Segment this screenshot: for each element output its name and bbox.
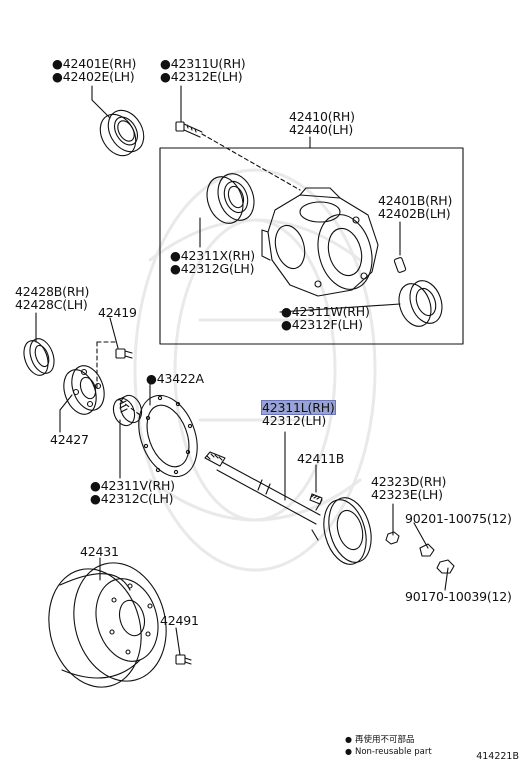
legend-row-ja: ●再使用不可部品 — [345, 734, 432, 746]
bolt-42419[interactable] — [115, 348, 133, 359]
callout-90201-10075[interactable]: 90201-10075(12) — [405, 512, 512, 525]
callout-42311L-highlighted[interactable]: 42311L(RH) 42312(LH) — [261, 400, 336, 428]
hub-bolt-42411B[interactable] — [309, 493, 323, 505]
part-number-rh: ●42401E(RH) — [52, 56, 137, 71]
part-number-lh: 42428C(LH) — [15, 297, 88, 312]
axle-shaft-42311L[interactable] — [204, 451, 378, 569]
part-number-lh: ●42312G(LH) — [170, 261, 255, 276]
part-number: 90170-10039(12) — [405, 589, 512, 604]
bearing-42311W[interactable] — [393, 276, 447, 331]
hub-assembly-box — [159, 147, 464, 345]
part-number-rh: 42428B(RH) — [15, 284, 90, 299]
part-number-rh: ●42311U(RH) — [160, 56, 246, 71]
bearing-42311X[interactable] — [201, 169, 260, 229]
callout-42410[interactable]: 42410(RH) 42440(LH) — [289, 110, 355, 136]
part-number: 42491 — [160, 613, 199, 628]
part-number-lh: ●42402E(LH) — [52, 69, 135, 84]
legend-text-en: Non-reusable part — [354, 747, 432, 757]
gasket-43422A[interactable] — [128, 387, 207, 484]
callout-42411B[interactable]: 42411B — [297, 452, 344, 465]
part-number: 90201-10075(12) — [405, 511, 512, 526]
part-number-lh: 42402B(LH) — [378, 206, 451, 221]
callout-42311X[interactable]: ●42311X(RH) ●42312G(LH) — [170, 249, 255, 275]
callout-42419[interactable]: 42419 — [98, 306, 137, 319]
part-number-lh: 42440(LH) — [289, 122, 354, 137]
part-number-rh: 42410(RH) — [289, 109, 355, 124]
legend-row-en: ●Non-reusable part — [345, 746, 432, 758]
watermark-logo — [133, 168, 377, 572]
part-number: 42431 — [80, 544, 119, 559]
oil-seal-42401E[interactable] — [93, 104, 151, 162]
part-number: 42427 — [50, 432, 89, 447]
legend: ●再使用不可部品 ●Non-reusable part — [345, 734, 432, 758]
bullet-icon: ● — [345, 747, 352, 756]
washer-90201[interactable] — [419, 543, 435, 557]
callout-90170-10039[interactable]: 90170-10039(12) — [405, 590, 512, 603]
part-number-lh: ●42312F(LH) — [281, 317, 363, 332]
callout-42431[interactable]: 42431 — [80, 545, 119, 558]
screw-42491[interactable] — [175, 654, 192, 665]
part-number: 42411B — [297, 451, 345, 466]
part-number-lh: ●42312C(LH) — [90, 491, 174, 506]
ring-42428B[interactable] — [20, 335, 59, 378]
axle-housing-42410[interactable] — [261, 187, 380, 297]
callout-42401B[interactable]: 42401B(RH) 42402B(LH) — [378, 194, 452, 220]
brake-drum-42431[interactable] — [36, 552, 179, 697]
bullet-icon: ● — [345, 735, 352, 744]
part-number-rh: ●42311V(RH) — [90, 478, 175, 493]
part-number-rh: 42323D(RH) — [371, 474, 447, 489]
bolt-42311U[interactable] — [175, 121, 203, 138]
bearing-42311V[interactable] — [110, 392, 145, 428]
callout-42311U[interactable]: ●42311U(RH) ●42312E(LH) — [160, 56, 246, 84]
callout-42491[interactable]: 42491 — [160, 614, 199, 627]
callout-42311V[interactable]: ●42311V(RH) ●42312C(LH) — [90, 479, 175, 505]
legend-text-ja: 再使用不可部品 — [354, 735, 415, 745]
part-number-lh: 42323E(LH) — [371, 487, 443, 502]
figure-id: 414221B — [476, 751, 519, 762]
callout-42401E[interactable]: ●42401E(RH) ●42402E(LH) — [52, 57, 136, 83]
callout-42427[interactable]: 42427 — [50, 433, 89, 446]
callout-42428B[interactable]: 42428B(RH) 42428C(LH) — [15, 285, 89, 311]
part-number-rh: 42311L(RH) — [261, 400, 336, 415]
leader-lines — [35, 85, 449, 656]
part-number-rh: ●42311W(RH) — [281, 304, 370, 319]
retainer-42427[interactable] — [58, 361, 110, 418]
part-number-rh: 42401B(RH) — [378, 193, 453, 208]
nut-42323D[interactable] — [385, 531, 400, 545]
part-number: 42419 — [98, 305, 137, 320]
part-number: ●43422A — [146, 371, 204, 386]
callout-43422A[interactable]: ●43422A — [146, 372, 204, 385]
part-number-rh: ●42311X(RH) — [170, 248, 255, 263]
part-number-lh: ●42312E(LH) — [160, 69, 243, 84]
callout-42311W[interactable]: ●42311W(RH) ●42312F(LH) — [281, 305, 370, 331]
callout-42323D[interactable]: 42323D(RH) 42323E(LH) — [371, 475, 446, 501]
nut-90170[interactable] — [436, 559, 455, 574]
part-number-lh: 42312(LH) — [262, 413, 327, 428]
pin-42401B[interactable] — [393, 257, 407, 273]
